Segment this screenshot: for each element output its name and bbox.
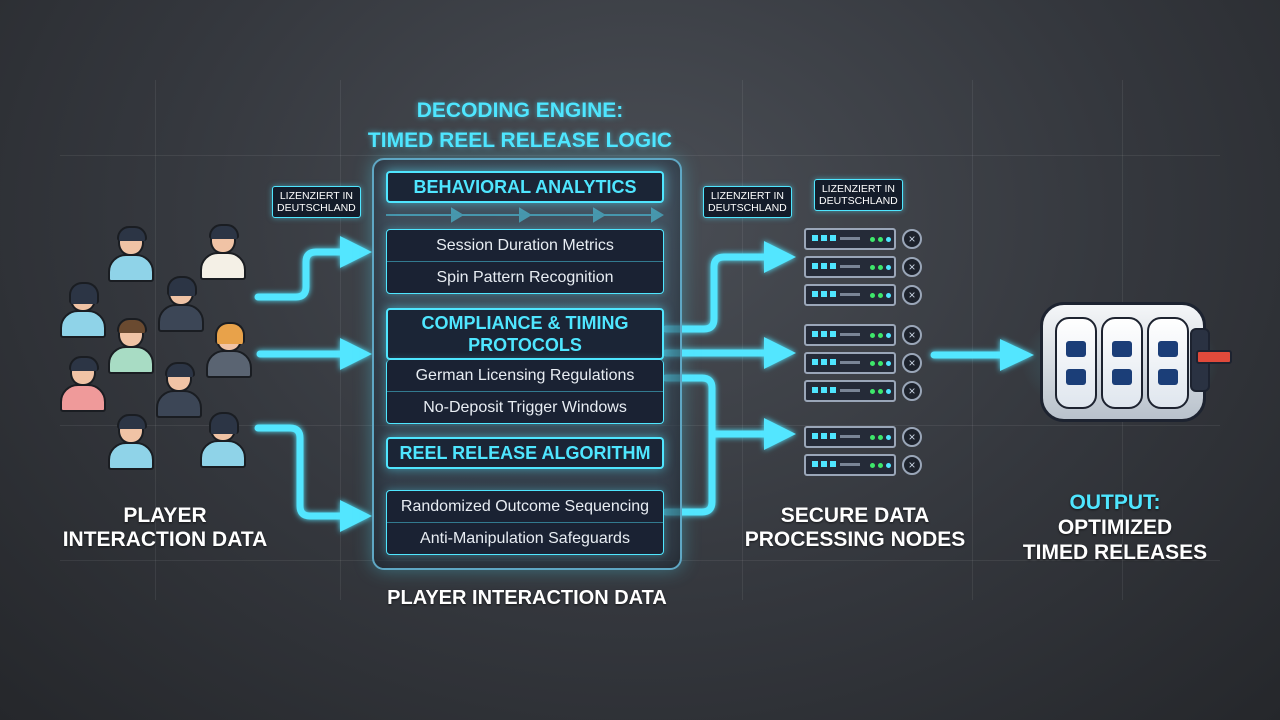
server-icon (804, 454, 896, 476)
section-body-behavioral: Session Duration Metrics Spin Pattern Re… (386, 229, 664, 294)
section-heading-behavioral: BEHAVIORAL ANALYTICS (386, 171, 664, 203)
arrow-head (764, 241, 796, 273)
section-item: No-Deposit Trigger Windows (387, 391, 663, 423)
person-icon (204, 322, 252, 378)
section-item: German Licensing Regulations (415, 367, 635, 384)
arrow-head (340, 500, 372, 532)
server-status-icon: × (902, 455, 922, 475)
server-icon (804, 352, 896, 374)
badge-line: LIZENZIERT IN (821, 183, 895, 195)
output-label: OUTPUT: OPTIMIZED TIMED RELEASES (1010, 490, 1220, 565)
section-item: Anti-Manipulation Safeguards (387, 522, 663, 554)
server-status-icon: × (902, 427, 922, 447)
person-icon (198, 224, 246, 280)
lever-icon (1196, 350, 1232, 364)
arrow-input-bottom (254, 424, 344, 520)
person-icon (58, 356, 106, 412)
arrow-head (764, 337, 796, 369)
person-icon (106, 414, 154, 470)
section-heading-text: PROTOCOLS (468, 335, 582, 355)
grid-line (972, 80, 973, 600)
server-status-icon: × (902, 381, 922, 401)
person-icon (106, 318, 154, 374)
section-item: Session Duration Metrics (436, 237, 614, 254)
arrow-head (340, 338, 372, 370)
input-label-line: PLAYER (123, 504, 207, 527)
arrow-out-top (662, 253, 768, 333)
input-label: PLAYER INTERACTION DATA (40, 504, 290, 552)
arrow-head (1000, 339, 1034, 371)
license-badge: LIZENZIERT IN DEUTSCHLAND (272, 186, 361, 218)
server-status-icon: × (902, 257, 922, 277)
badge-line: DEUTSCHLAND (277, 202, 356, 214)
server-status-icon: × (902, 353, 922, 373)
person-icon (198, 412, 246, 468)
server-icon (804, 256, 896, 278)
server-icon (804, 426, 896, 448)
license-badge: LIZENZIERT IN DEUTSCHLAND (814, 179, 903, 211)
section-heading-text: COMPLIANCE & TIMING (421, 313, 629, 333)
server-icon (804, 324, 896, 346)
title-line-1: DECODING ENGINE: (416, 99, 624, 122)
section-body-compliance: German Licensing Regulations No-Deposit … (386, 360, 664, 424)
arrow-out-bottom (662, 374, 716, 516)
section-body-reel-release: Randomized Outcome Sequencing Anti-Manip… (386, 490, 664, 555)
server-icon (804, 228, 896, 250)
server-status-icon: × (902, 285, 922, 305)
slot-reel-icon (1020, 292, 1232, 432)
output-label-line: OUTPUT: (1069, 491, 1161, 514)
grid-line (155, 80, 156, 600)
arrow-input-top (254, 248, 344, 301)
section-heading-reel-release: REEL RELEASE ALGORITHM (386, 437, 664, 469)
nodes-label-line: SECURE DATA (780, 504, 930, 527)
nodes-label: SECURE DATA PROCESSING NODES (730, 504, 980, 552)
badge-line: LIZENZIERT IN (710, 190, 784, 202)
title-line-2: TIMED REEL RELEASE LOGIC (367, 129, 673, 152)
section-item: Randomized Outcome Sequencing (400, 498, 650, 515)
server-icon (804, 284, 896, 306)
grid-line (742, 80, 743, 600)
badge-line: DEUTSCHLAND (819, 195, 898, 207)
grid-line (60, 155, 1220, 156)
nodes-label-line: PROCESSING NODES (744, 528, 966, 551)
section-heading-compliance: COMPLIANCE & TIMING PROTOCOLS (386, 308, 664, 360)
section-heading-text: REEL RELEASE ALGORITHM (399, 442, 651, 463)
server-status-icon: × (902, 325, 922, 345)
output-label-line: TIMED RELEASES (1022, 541, 1208, 564)
arrow-head (340, 236, 372, 268)
person-icon (58, 282, 106, 338)
person-icon (156, 276, 204, 332)
person-icon (106, 226, 154, 282)
section-item: Spin Pattern Recognition (387, 261, 663, 293)
engine-footer-text: PLAYER INTERACTION DATA (387, 587, 667, 609)
arrow-head (764, 418, 796, 450)
diagram-title: DECODING ENGINE: TIMED REEL RELEASE LOGI… (330, 96, 710, 156)
server-icon (804, 380, 896, 402)
license-badge: LIZENZIERT IN DEUTSCHLAND (703, 186, 792, 218)
server-status-icon: × (902, 229, 922, 249)
input-label-line: INTERACTION DATA (62, 528, 268, 551)
output-label-line: OPTIMIZED (1057, 516, 1173, 539)
badge-line: LIZENZIERT IN (279, 190, 353, 202)
engine-footer-label: PLAYER INTERACTION DATA (372, 586, 682, 610)
section-heading-text: BEHAVIORAL ANALYTICS (413, 176, 637, 197)
person-icon (154, 362, 202, 418)
badge-line: DEUTSCHLAND (708, 202, 787, 214)
